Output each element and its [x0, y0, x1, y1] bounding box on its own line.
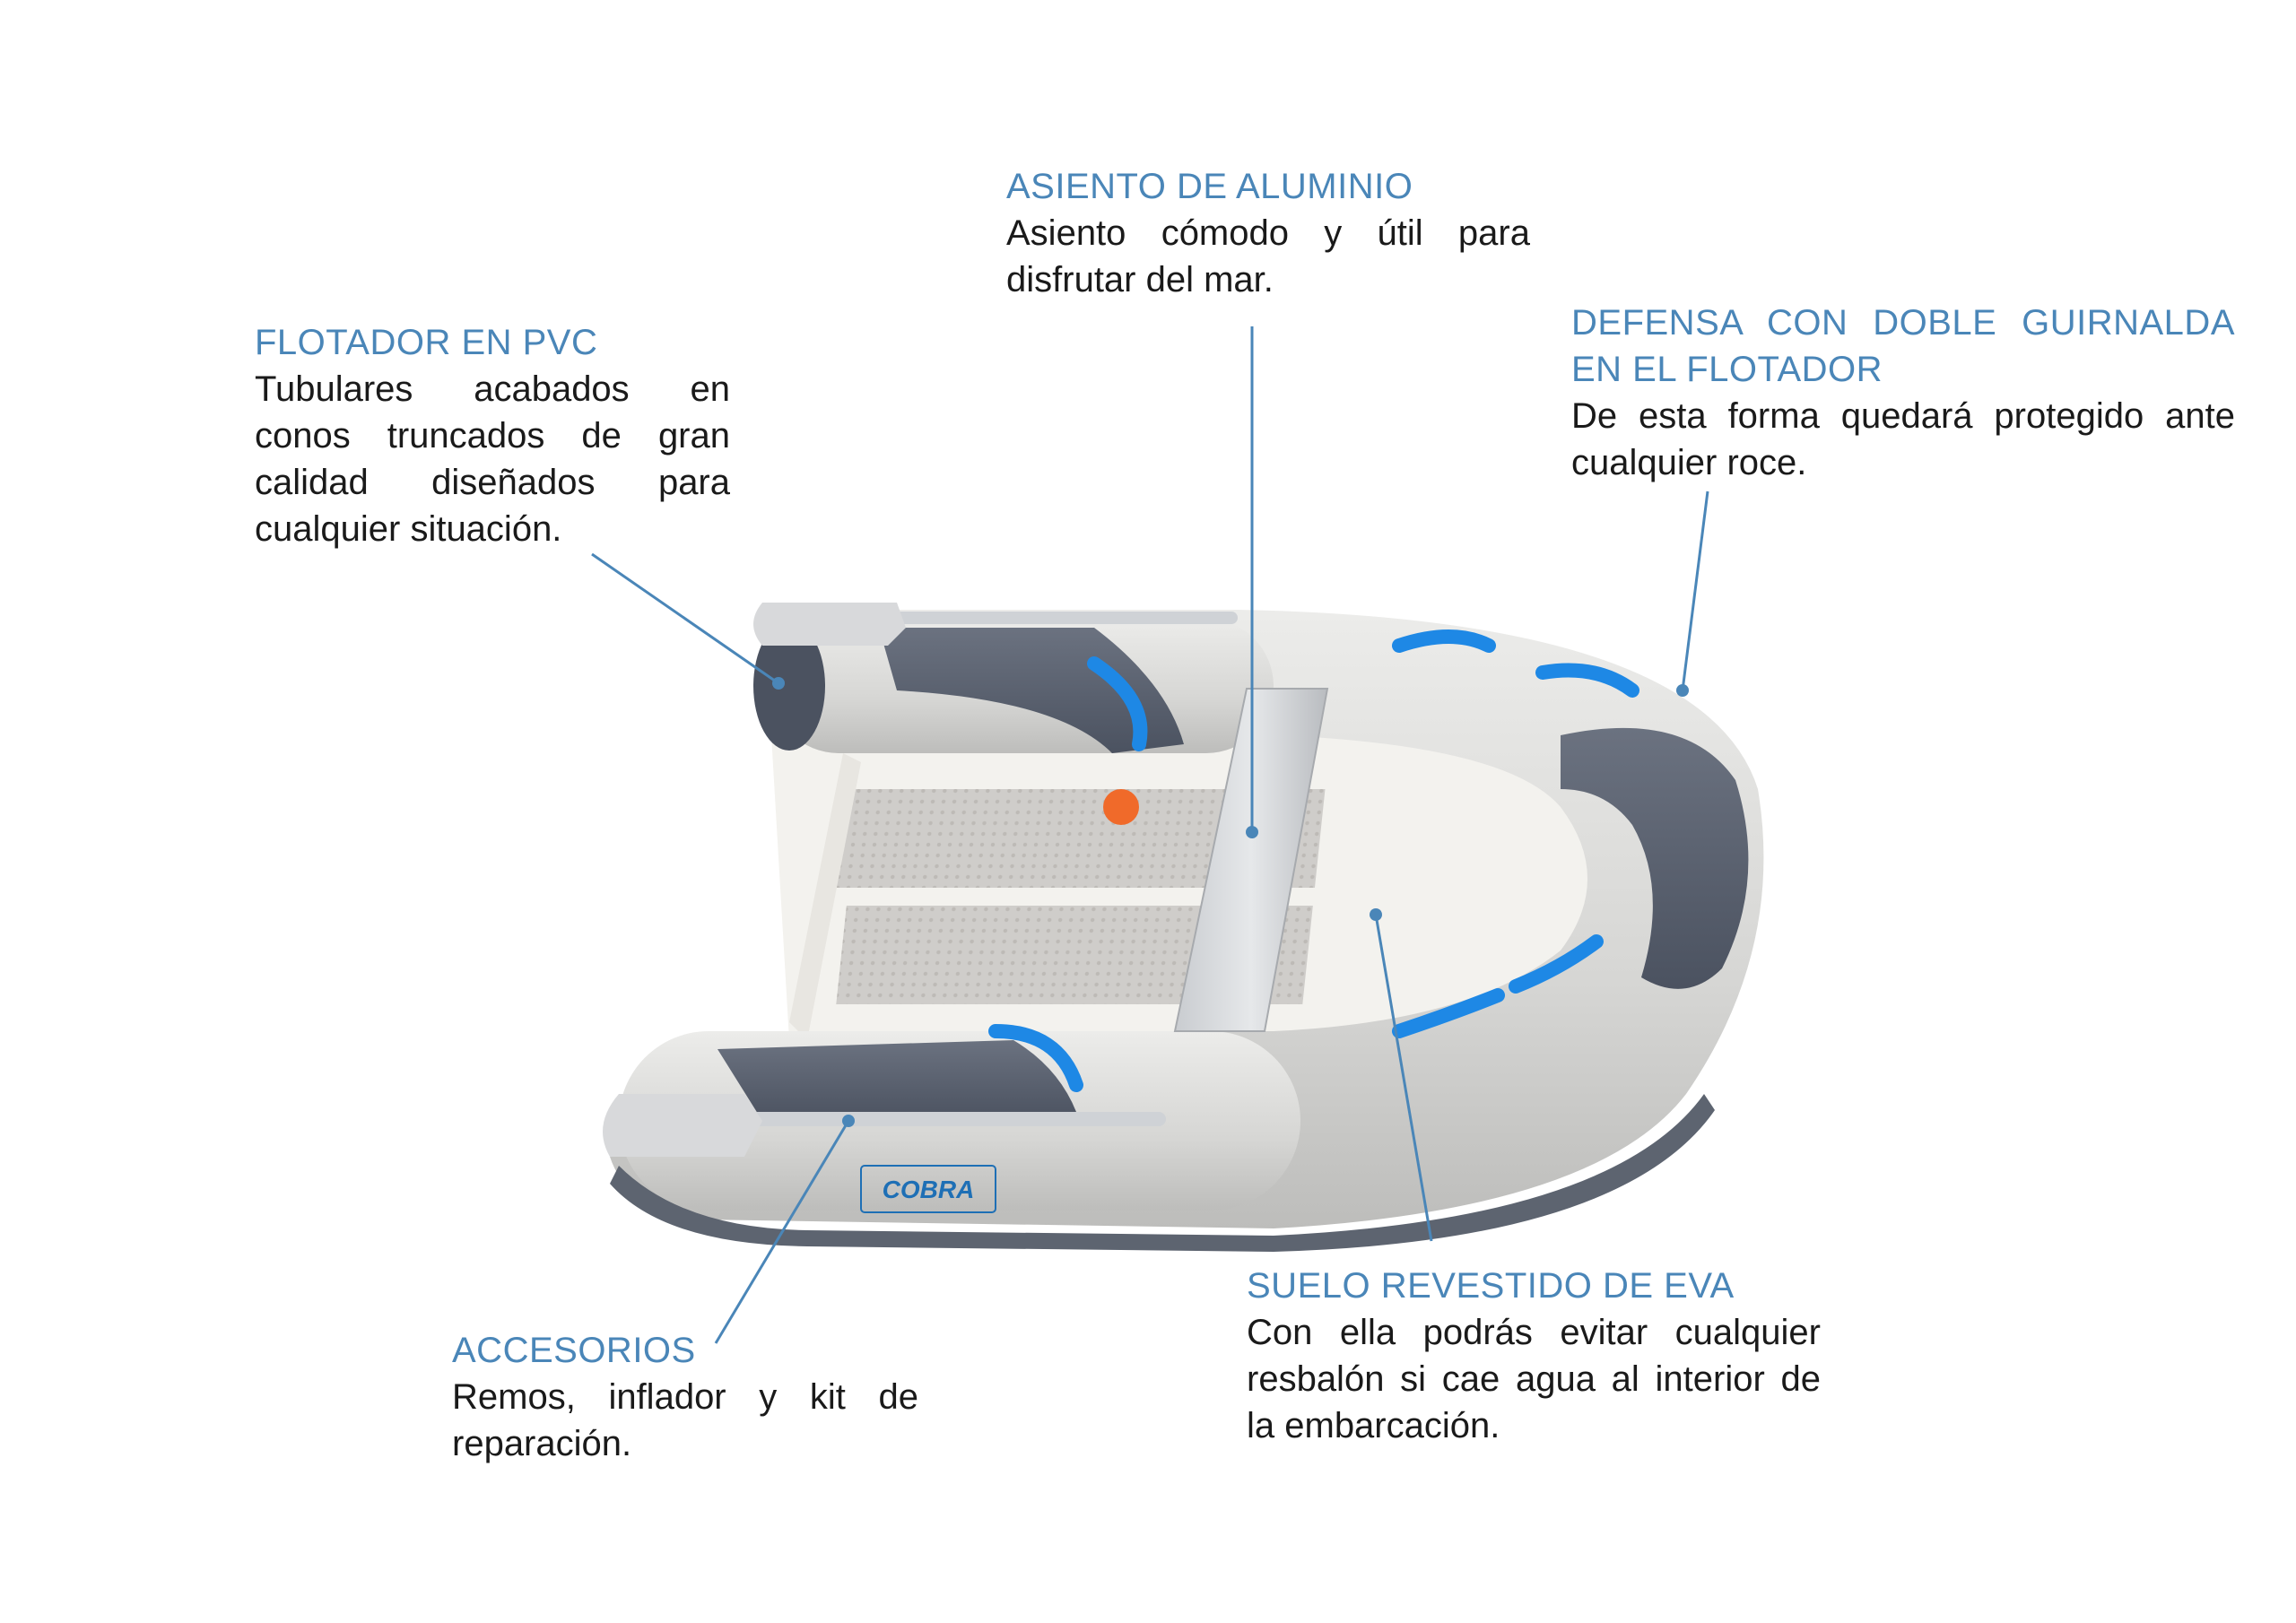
leader-dot-defensa	[1676, 684, 1689, 697]
callout-asiento-title: ASIENTO DE ALUMINIO	[1006, 167, 1413, 206]
callout-flotador-desc: Tubulares acabados en conos truncados de…	[255, 369, 730, 549]
bow-handles	[1392, 629, 1639, 1038]
callout-flotador: FLOTADOR EN PVC Tubulares acabados en co…	[255, 319, 730, 552]
callout-accesorios: ACCESORIOS Remos, inflador y kit de repa…	[452, 1327, 918, 1467]
callout-accesorios-desc: Remos, inflador y kit de reparación.	[452, 1377, 918, 1463]
oar	[718, 1112, 1166, 1126]
blue-handle	[1535, 663, 1639, 698]
leader-dot-flotador	[772, 677, 785, 690]
oar-blade	[753, 603, 906, 646]
blue-handle	[988, 1024, 1083, 1092]
callout-defensa-desc: De esta forma quedará protegido ante cua…	[1571, 396, 2235, 482]
upper-tube	[753, 603, 1274, 753]
logo-badge	[860, 1165, 996, 1213]
leader-line-defensa	[1681, 490, 1709, 691]
callout-asiento-desc: Asiento cómodo y útil para disfrutar del…	[1006, 213, 1530, 299]
leader-dot-accesorios	[842, 1115, 855, 1127]
rubbing-strake	[610, 1094, 1715, 1252]
callout-defensa-title: DEFENSA CON DOBLE GUIRNALDA EN EL FLOTAD…	[1571, 303, 2235, 389]
callout-defensa: DEFENSA CON DOBLE GUIRNALDA EN EL FLOTAD…	[1571, 299, 2235, 486]
callout-suelo-title: SUELO REVESTIDO DE EVA	[1247, 1266, 1735, 1306]
blue-handle	[1392, 629, 1496, 653]
oar-blade	[603, 1094, 762, 1157]
oar	[807, 612, 1238, 624]
dark-tube-panel	[879, 628, 1184, 753]
dark-tube-panel	[718, 1040, 1076, 1121]
leader-line-flotador	[591, 552, 779, 685]
blue-handle	[1087, 656, 1148, 751]
leader-line-suelo	[1374, 914, 1433, 1242]
valve	[1103, 789, 1139, 825]
blue-handle	[1392, 988, 1505, 1038]
callout-suelo: SUELO REVESTIDO DE EVA Con ella podrás e…	[1247, 1263, 1821, 1449]
callout-accesorios-title: ACCESORIOS	[452, 1331, 696, 1370]
blue-handle	[1509, 934, 1604, 994]
dark-bow-panel	[1561, 727, 1749, 989]
leader-lines	[591, 326, 1709, 1344]
callout-flotador-title: FLOTADOR EN PVC	[255, 323, 598, 362]
leader-line-accesorios	[714, 1120, 850, 1344]
aluminium-seat	[1173, 688, 1329, 1032]
callout-suelo-desc: Con ella podrás evitar cualquier resbaló…	[1247, 1313, 1821, 1445]
logo-text: COBRA	[883, 1176, 975, 1203]
transom	[789, 753, 861, 1040]
eva-floor-panel	[830, 789, 1326, 888]
leader-dot-asiento	[1246, 826, 1258, 838]
leader-dot-suelo	[1370, 908, 1382, 921]
callout-asiento: ASIENTO DE ALUMINIO Asiento cómodo y úti…	[1006, 163, 1530, 303]
lower-tube: COBRA	[603, 1024, 1300, 1213]
